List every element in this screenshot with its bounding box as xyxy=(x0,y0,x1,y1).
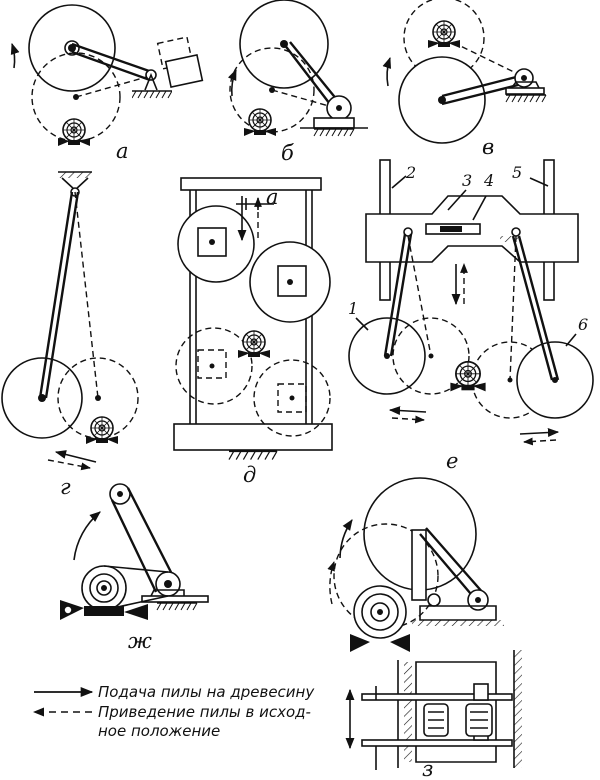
saw-wheel-lower-dashed xyxy=(31,52,121,142)
label-e: е xyxy=(446,449,458,473)
lever-arm xyxy=(71,42,153,82)
part-number-4: 4 xyxy=(483,171,494,190)
scheme-g: г xyxy=(1,171,139,499)
part-number-2: 2 xyxy=(405,163,416,182)
scheme-v: в xyxy=(382,0,547,159)
part-number-6: 6 xyxy=(578,315,588,334)
label-g: г xyxy=(60,475,71,499)
part-number-1: 1 xyxy=(348,299,358,318)
motor-icon xyxy=(57,118,91,147)
motor-icon xyxy=(427,20,461,49)
motor-icon xyxy=(85,416,119,445)
scheme-zh: ж xyxy=(60,483,209,653)
rotation-arrow xyxy=(10,42,20,69)
frame-top-beam xyxy=(180,177,322,191)
legend-dashed-text-2: ное положение xyxy=(98,722,220,740)
label-z: з xyxy=(422,757,433,780)
motor-icon xyxy=(243,108,277,137)
scheme-d: а д xyxy=(173,177,333,487)
label-v: в xyxy=(482,135,494,159)
carriage-rail xyxy=(361,693,513,701)
label-d: д xyxy=(243,463,256,487)
dim-a-label: а xyxy=(266,185,279,209)
label-zh: ж xyxy=(128,629,152,653)
part-number-5: 5 xyxy=(512,163,522,182)
legend-dashed-text-1: Приведение пилы в исход- xyxy=(98,703,311,721)
label-b: б xyxy=(281,141,294,165)
label-a: а xyxy=(116,139,129,163)
legend: Подача пилы на древесину Приведение пилы… xyxy=(32,683,315,740)
wheel-lower-right-dashed xyxy=(253,359,331,437)
wheel-lower-left-dashed xyxy=(175,327,253,405)
scheme-z: з xyxy=(327,477,522,780)
frame-base xyxy=(173,423,333,451)
scheme-b: б xyxy=(227,0,368,165)
legend-solid-text: Подача пилы на древесину xyxy=(98,683,315,701)
scheme-a: а xyxy=(10,4,204,163)
scheme-e: 2 3 4 5 1 6 е xyxy=(348,159,594,473)
motor-icon xyxy=(237,330,271,359)
part-number-3: 3 xyxy=(462,171,472,190)
motor-icon xyxy=(449,360,487,393)
